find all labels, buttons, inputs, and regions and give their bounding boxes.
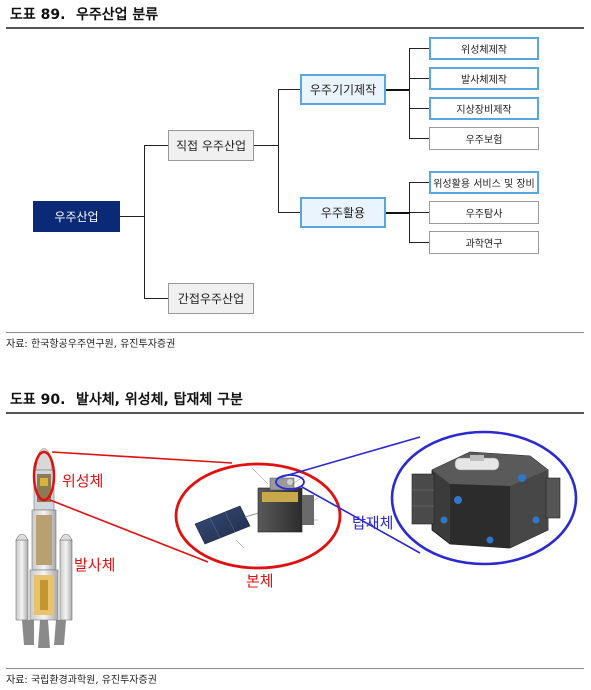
launcher-satellite-illustration xyxy=(15,430,578,648)
body-highlight-ellipse xyxy=(174,462,342,570)
connector xyxy=(409,48,410,139)
leaf-node: 우주탐사 xyxy=(429,201,539,224)
figure-89-source: 자료: 한국항공우주연구원, 유진투자증권 xyxy=(6,339,176,350)
connector xyxy=(409,182,429,183)
leaf-node: 위성활용 서비스 및 장비 xyxy=(429,171,539,194)
leaf-node: 과학연구 xyxy=(429,231,539,254)
figure-89-top-rule xyxy=(6,27,584,29)
leaf-node: 발사체제작 xyxy=(429,67,539,90)
connector xyxy=(386,89,410,91)
connector xyxy=(386,212,410,214)
connector xyxy=(278,89,279,213)
connector xyxy=(278,89,300,90)
connector xyxy=(144,145,145,298)
launcher-label: 발사체 xyxy=(74,556,116,574)
connector xyxy=(409,138,429,139)
body-label: 본체 xyxy=(246,572,274,590)
satellite-label: 위성체 xyxy=(62,472,104,490)
payload-module-icon xyxy=(411,451,561,549)
leaf-node: 지상장비제작 xyxy=(429,97,539,120)
direct-space-industry-node: 직접 우주산업 xyxy=(168,130,254,161)
connector xyxy=(409,108,429,109)
figure-90-source: 자료: 국립환경과학원, 유진투자증권 xyxy=(6,675,157,686)
utilization-node: 우주활용 xyxy=(300,197,386,228)
connector xyxy=(278,212,300,213)
manufacturing-node: 우주기기제작 xyxy=(300,74,386,105)
indirect-space-industry-node: 간접우주산업 xyxy=(168,283,254,314)
satellite-highlight-ellipse xyxy=(32,450,56,502)
connector xyxy=(120,216,144,217)
figure-90-title: 도표 90. 발사체, 위성체, 탑재체 구분 xyxy=(10,389,243,411)
connector xyxy=(254,145,278,146)
rocket-icon xyxy=(15,448,73,648)
payload-label: 탑재체 xyxy=(352,514,394,532)
figure-89-number: 도표 89. xyxy=(10,7,66,23)
connector xyxy=(144,298,168,299)
root-node: 우주산업 xyxy=(33,201,120,232)
figure-89-title-text: 우주산업 분류 xyxy=(76,7,159,23)
satellite-icon xyxy=(194,477,314,545)
figure-90-top-rule xyxy=(6,412,584,414)
figure-90-number: 도표 90. xyxy=(10,392,66,408)
figure-89-title: 도표 89. 우주산업 분류 xyxy=(10,4,158,26)
connector xyxy=(409,48,429,49)
connector xyxy=(144,145,168,146)
connector xyxy=(409,212,429,213)
leaf-node: 우주보험 xyxy=(429,127,539,150)
connector xyxy=(409,242,429,243)
leaf-node: 위성체제작 xyxy=(429,37,539,60)
connector xyxy=(409,78,429,79)
figure-90-title-text: 발사체, 위성체, 탑재체 구분 xyxy=(76,392,243,408)
figure-89-bottom-rule xyxy=(6,332,584,333)
figure-90-bottom-rule xyxy=(6,668,584,669)
